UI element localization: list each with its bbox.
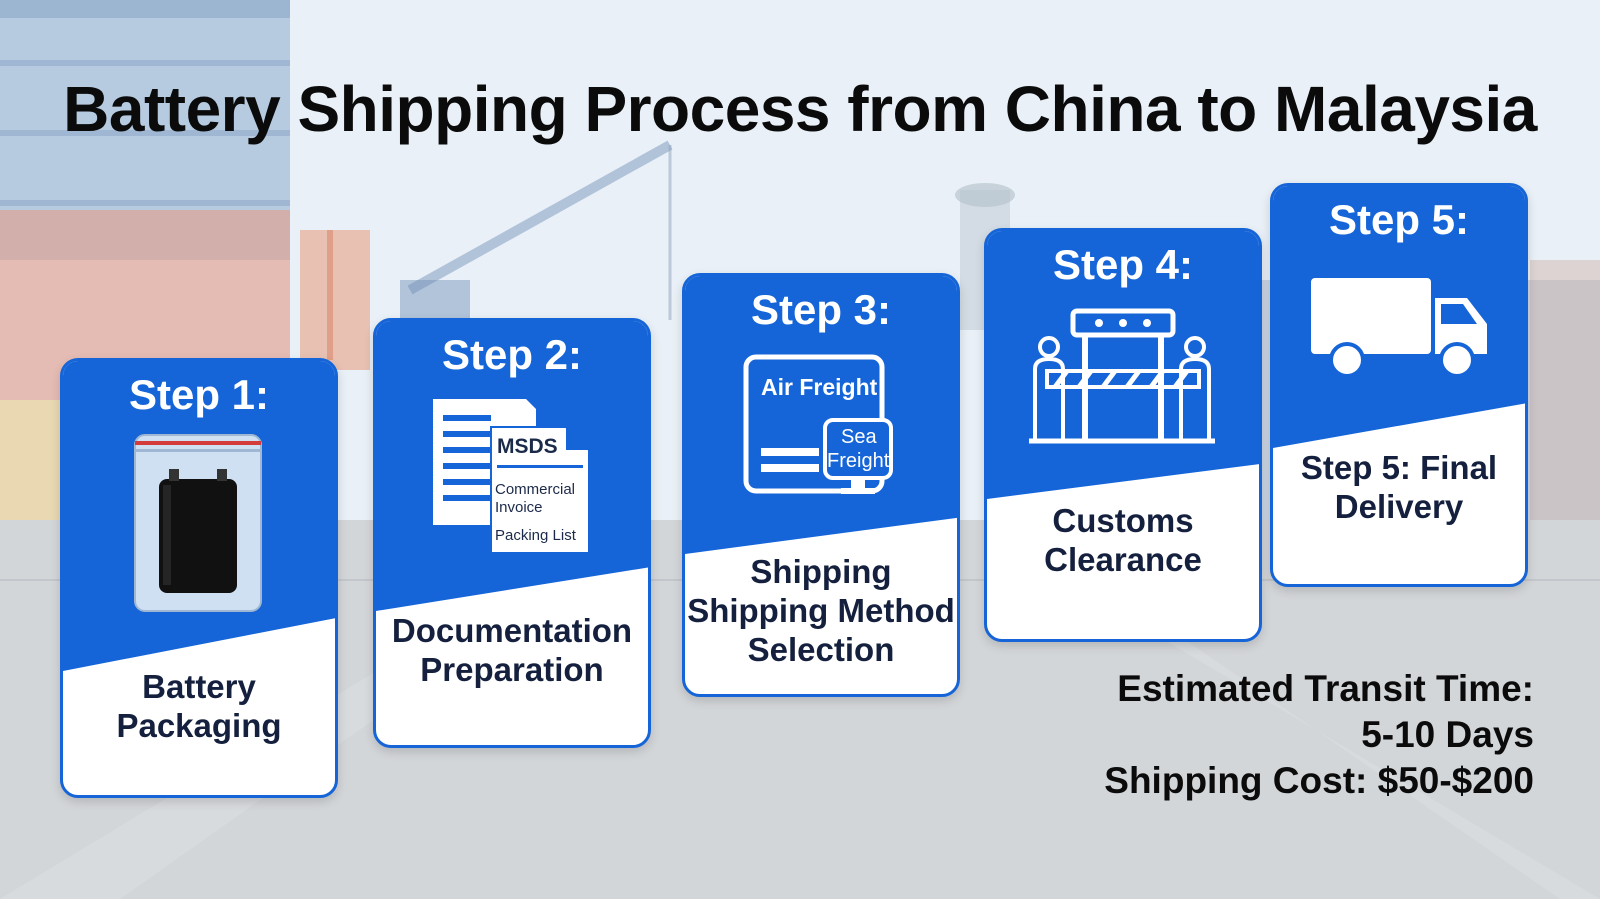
page-title: Battery Shipping Process from China to M…: [63, 73, 1537, 145]
step-1-label: Battery Packaging: [63, 667, 335, 745]
step-1-title: Step 1:: [128, 371, 270, 418]
step-card-4-header: [987, 231, 1259, 499]
customs-gate-icon: [1027, 307, 1217, 452]
step-card-2: Step 2: MSDS Commercial Invoice Packing …: [373, 318, 651, 748]
step-4-label-line2: Clearance: [1044, 541, 1202, 578]
step-3-label: Shipping Shipping Method Selection: [685, 552, 957, 669]
step-2-title: Step 2:: [441, 331, 583, 378]
step-5-label: Step 5: Final Delivery: [1273, 448, 1525, 526]
commercial-label: Commercial: [495, 481, 576, 498]
step-5-label-line2: Delivery: [1334, 488, 1464, 525]
step-card-5: Step 5: Step 5: Final Delivery: [1270, 183, 1528, 587]
step-4-label: Customs Clearance: [987, 501, 1259, 579]
step-2-label: Documentation Preparation: [376, 611, 648, 689]
step-1-label-line2: Packaging: [116, 707, 282, 744]
step-card-3-header: [685, 276, 957, 554]
step-2-label-line1: Documentation: [391, 612, 633, 649]
step-2-label-line2: Preparation: [420, 651, 604, 688]
freight-options-icon: Air Freight Sea Freight: [743, 354, 898, 504]
step-3-label-line2: Shipping Method: [687, 592, 955, 629]
step-card-3: Step 3: Air Freight Sea Freight Shipping…: [682, 273, 960, 697]
step-card-1: Step 1: Battery Packaging: [60, 358, 338, 798]
battery-bag-icon: [133, 433, 263, 618]
step-4-title: Step 4:: [1052, 241, 1194, 288]
sea-freight-label-line2: Freight: [827, 450, 890, 472]
air-freight-label: Air Freight: [761, 374, 878, 400]
step-1-label-line1: Battery: [142, 668, 256, 705]
step-5-label-line1: Step 5: Final: [1300, 449, 1498, 486]
step-3-title: Step 3:: [750, 286, 892, 333]
transit-time-label: Estimated Transit Time:: [1117, 668, 1534, 709]
msds-label: MSDS: [497, 435, 558, 458]
step-card-4: Step 4: Customs Clearance: [984, 228, 1262, 642]
step-3-label-line1: Shipping: [750, 553, 892, 590]
sea-freight-label-line1: Sea: [841, 426, 877, 448]
documents-icon: MSDS Commercial Invoice Packing List: [431, 397, 596, 557]
step-3-label-line3: Selection: [747, 631, 895, 668]
step-5-title: Step 5:: [1328, 196, 1470, 243]
packing-list-label: Packing List: [495, 527, 576, 544]
shipping-info: Estimated Transit Time: 5-10 Days Shippi…: [1104, 666, 1534, 804]
delivery-truck-icon: [1309, 272, 1489, 387]
step-4-label-line1: Customs: [1052, 502, 1194, 539]
shipping-cost: Shipping Cost: $50-$200: [1104, 760, 1534, 801]
invoice-label: Invoice: [495, 499, 543, 516]
transit-time-value: 5-10 Days: [1361, 714, 1534, 755]
